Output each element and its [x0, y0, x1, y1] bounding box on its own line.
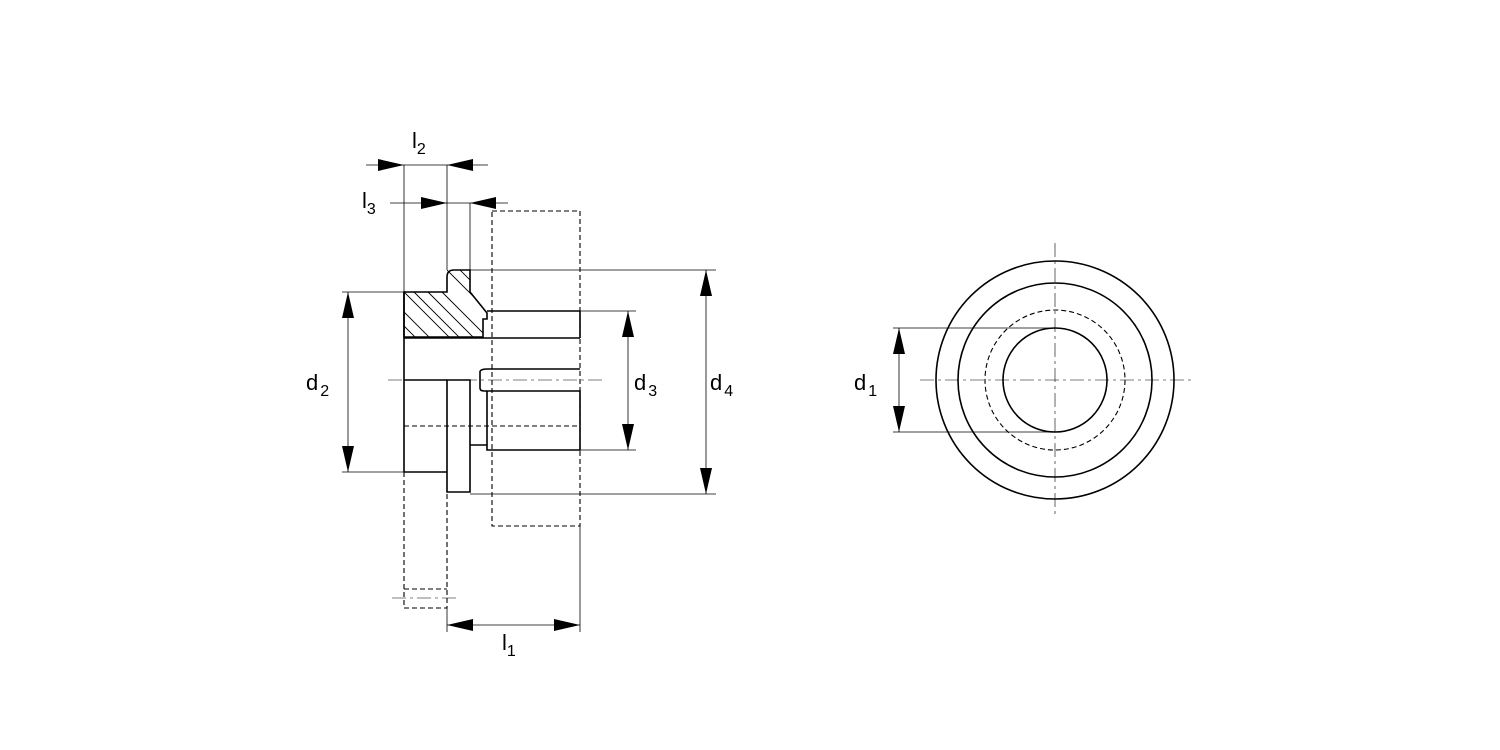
dim-l2 [366, 159, 488, 171]
dim-d1 [893, 327, 1055, 433]
section-hatching [404, 270, 487, 337]
lower-hub [486, 390, 581, 451]
label-l2: l2 [412, 128, 426, 158]
dim-l3 [390, 197, 508, 209]
dim-d2 [342, 292, 354, 472]
shoulder-strip [446, 379, 471, 493]
hidden-outer-ring [491, 210, 581, 527]
label-l1: l1 [502, 630, 516, 660]
label-l3: l3 [362, 188, 376, 218]
upper-section-outline [403, 269, 488, 338]
dim-l1 [447, 619, 580, 631]
hidden-pin [403, 472, 448, 609]
dim-d4 [700, 270, 712, 494]
dim-d3 [622, 311, 634, 450]
